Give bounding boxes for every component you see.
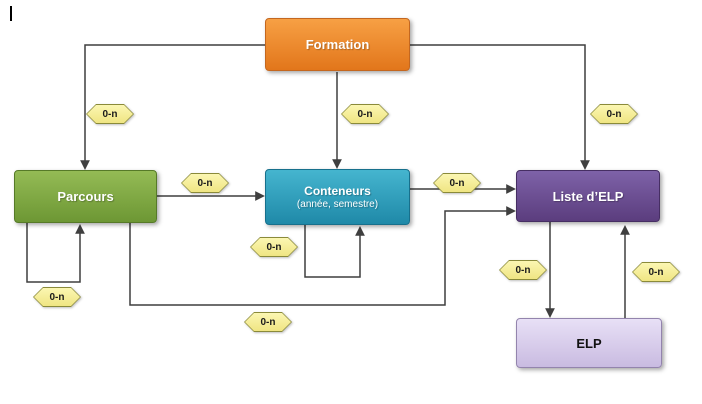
text-cursor-mark <box>10 6 12 21</box>
cardinality-label: 0-n <box>49 291 65 303</box>
cardinality-badge-formation-liste-elp: 0-n <box>590 104 638 124</box>
cardinality-label: 0-n <box>357 108 373 120</box>
node-liste-elp[interactable]: Liste d’ELP <box>516 170 660 222</box>
hexagon-fill <box>182 174 228 192</box>
cardinality-badge-formation-conteneurs: 0-n <box>341 104 389 124</box>
connector-conteneurs-self <box>304 225 365 278</box>
node-parcours[interactable]: Parcours <box>14 170 157 223</box>
cardinality-badge-parcours-self: 0-n <box>33 287 81 307</box>
connector-parcours-liste-elp <box>129 206 516 306</box>
cardinality-label: 0-n <box>197 177 213 189</box>
hexagon-fill <box>34 288 80 306</box>
hexagon-fill <box>251 238 297 256</box>
cardinality-label: 0-n <box>449 177 465 189</box>
cardinality-badge-parcours-liste-elp: 0-n <box>244 312 292 332</box>
node-conteneurs-sublabel: (année, semestre) <box>296 199 379 210</box>
node-elp[interactable]: ELP <box>516 318 662 368</box>
node-liste-elp-label: Liste d’ELP <box>552 188 624 204</box>
node-elp-label: ELP <box>576 335 602 351</box>
hexagon-fill <box>245 313 291 331</box>
cardinality-badge-liste-elp-to-elp: 0-n <box>499 260 547 280</box>
cardinality-label: 0-n <box>606 108 622 120</box>
node-parcours-label: Parcours <box>57 189 114 204</box>
cardinality-badge-elp-to-liste-elp: 0-n <box>632 262 680 282</box>
cardinality-label: 0-n <box>102 108 118 120</box>
cardinality-label: 0-n <box>266 241 282 253</box>
cardinality-badge-parcours-conteneurs: 0-n <box>181 173 229 193</box>
hexagon-fill <box>591 105 637 123</box>
node-conteneurs-label: Conteneurs <box>304 184 371 198</box>
node-formation-label: Formation <box>305 37 370 52</box>
connector-formation-liste-elp <box>410 44 590 170</box>
hexagon-fill <box>87 105 133 123</box>
hexagon-fill <box>500 261 546 279</box>
cardinality-badge-formation-parcours: 0-n <box>86 104 134 124</box>
node-conteneurs[interactable]: Conteneurs (année, semestre) <box>265 169 410 225</box>
hexagon-fill <box>434 174 480 192</box>
node-formation[interactable]: Formation <box>265 18 410 71</box>
connector-parcours-self <box>26 223 85 283</box>
cardinality-label: 0-n <box>648 266 664 278</box>
cardinality-label: 0-n <box>260 316 276 328</box>
hexagon-fill <box>342 105 388 123</box>
cardinality-badge-conteneurs-liste-elp: 0-n <box>433 173 481 193</box>
cardinality-badge-conteneurs-self: 0-n <box>250 237 298 257</box>
connector-formation-parcours <box>80 44 265 170</box>
cardinality-label: 0-n <box>515 264 531 276</box>
hexagon-fill <box>633 263 679 281</box>
